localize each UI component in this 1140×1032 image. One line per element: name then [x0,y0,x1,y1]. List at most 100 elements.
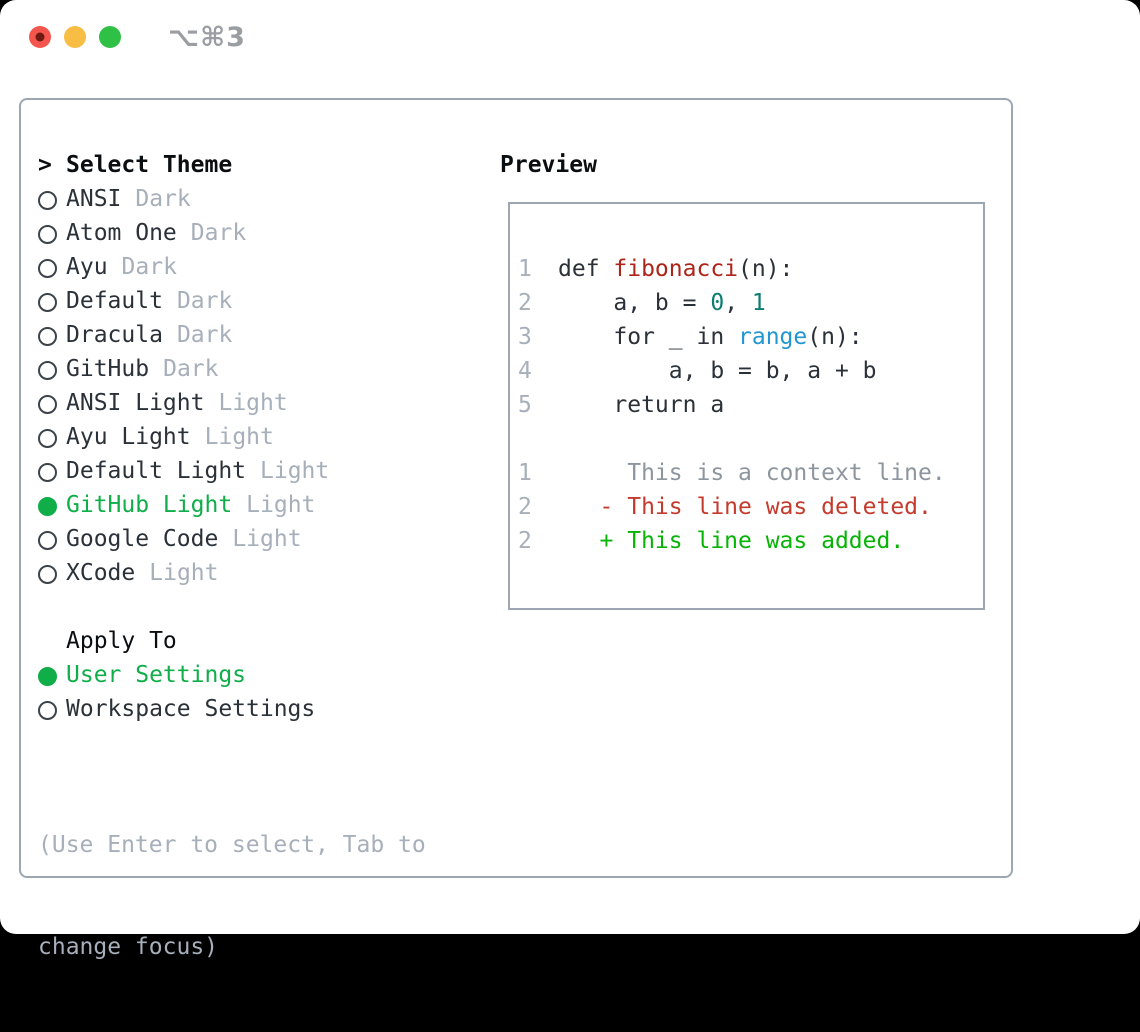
prompt-icon: > [38,152,52,178]
code-segment: def [558,256,614,282]
theme-variant: Dark [190,220,247,246]
theme-variant: Dark [135,186,191,212]
option-label: Workspace Settings [66,696,316,722]
option-label: GitHub [66,356,150,382]
theme-variant: Dark [176,288,233,314]
apply-option-workspace-settings[interactable]: Workspace Settings [38,692,315,726]
radio-icon [38,182,66,216]
option-label: GitHub Light [66,492,233,518]
line-number: 1 [518,256,532,282]
theme-variant: Light [218,390,288,416]
radio-icon [38,454,66,488]
code-segment: (n): [807,324,863,350]
radio-icon [38,420,66,454]
line-number: 2 [518,494,532,520]
line-number: 1 [518,460,532,486]
theme-option-github-dark[interactable]: GitHub Dark [38,352,329,386]
theme-option-ansi-light-light[interactable]: ANSI Light Light [38,386,329,420]
hint-line: change focus) [38,934,219,960]
theme-variant: Dark [163,356,219,382]
code-segment: a, b = b, a + b [558,358,877,384]
code-segment: range [738,324,808,350]
theme-option-dracula-dark[interactable]: Dracula Dark [38,318,329,352]
option-label: ANSI Light [66,390,205,416]
theme-option-google-code-light[interactable]: Google Code Light [38,522,329,556]
code-segment: + This line was added. [558,528,905,554]
code-line: 4 a, b = b, a + b [518,354,946,388]
option-label: Default Light [66,458,247,484]
select-theme-title: Select Theme [66,152,233,178]
preview-title: Preview [500,152,597,178]
select-theme-header: > Select Theme [38,148,232,182]
code-segment: , [724,290,752,316]
radio-icon [38,386,66,420]
code-line: 1 def fibonacci(n): [518,252,946,286]
radio-icon [38,250,66,284]
code-segment: for _ in [558,324,739,350]
line-number: 4 [518,358,532,384]
apply-option-user-settings[interactable]: User Settings [38,658,315,692]
code-line [518,422,946,456]
traffic-light-zoom-icon[interactable] [99,26,121,48]
option-label: Default [66,288,163,314]
theme-option-xcode-light[interactable]: XCode Light [38,556,329,590]
code-line: 2 + This line was added. [518,524,946,558]
option-label: Dracula [66,322,163,348]
line-number: 2 [518,528,532,554]
theme-option-ayu-light-light[interactable]: Ayu Light Light [38,420,329,454]
option-label: Google Code [66,526,219,552]
theme-option-ansi-dark[interactable]: ANSI Dark [38,182,329,216]
code-line: 3 for _ in range(n): [518,320,946,354]
apply-to-header: Apply To [66,628,177,654]
radio-icon [38,556,66,590]
line-number: 2 [518,290,532,316]
code-line: 2 a, b = 0, 1 [518,286,946,320]
code-segment: - This line was deleted. [558,494,932,520]
radio-selected-icon [38,488,66,522]
theme-variant: Light [149,560,219,586]
code-segment: 0 [710,290,725,316]
radio-icon [38,318,66,352]
close-dot-icon [35,32,45,42]
option-label: User Settings [66,662,247,688]
hint-line: (Use Enter to select, Tab to [38,832,426,858]
radio-icon [38,522,66,556]
code-line: 5 return a [518,388,946,422]
code-line: 2 - This line was deleted. [518,490,946,524]
theme-option-default-dark[interactable]: Default Dark [38,284,329,318]
theme-variant: Light [260,458,330,484]
theme-option-default-light-light[interactable]: Default Light Light [38,454,329,488]
code-segment: This is a context line. [558,460,946,486]
radio-selected-icon [38,658,66,692]
titlebar [29,26,121,48]
theme-variant: Light [246,492,316,518]
radio-icon [38,216,66,250]
traffic-light-minimize-icon[interactable] [64,26,86,48]
option-label: XCode [66,560,136,586]
theme-variant: Light [204,424,274,450]
theme-variant: Dark [176,322,233,348]
code-segment: 1 [751,290,766,316]
option-label: ANSI [66,186,122,212]
window-title: ⌥⌘3 [168,22,246,53]
traffic-light-close-icon[interactable] [29,26,51,48]
radio-icon [38,284,66,318]
theme-option-github-light-light[interactable]: GitHub Light Light [38,488,329,522]
theme-variant: Light [232,526,302,552]
code-segment: (n): [738,256,794,282]
theme-variant: Dark [121,254,177,280]
code-segment: return a [558,392,725,418]
code-line: 1 This is a context line. [518,456,946,490]
line-number: 5 [518,392,532,418]
code-segment: fibonacci [613,256,739,282]
option-label: Ayu Light [66,424,191,450]
radio-icon [38,352,66,386]
